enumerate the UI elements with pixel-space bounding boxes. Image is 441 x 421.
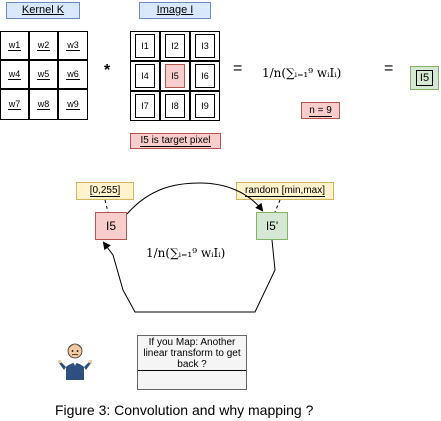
image-label: Image I (139, 2, 211, 19)
kernel-cell: w5 (29, 60, 58, 89)
convolution-formula: 1/n(∑ᵢ₌₁⁹ wᵢIᵢ) (262, 66, 342, 80)
image-grid: I1 I2 I3 I4 I5 I6 I7 I8 I9 (130, 31, 220, 121)
kernel-grid: w1 w2 w3 w4 w5 w6 w7 w8 w9 (0, 31, 88, 120)
kernel-cell: w1 (0, 31, 29, 60)
backward-arrow (102, 239, 276, 313)
kernel-cell: w4 (0, 60, 29, 89)
range-tag: [0,255] (76, 182, 134, 200)
range-connector (104, 199, 109, 213)
kernel-label: Kernel K (6, 2, 80, 19)
convolve-operator: * (104, 62, 111, 79)
figure-caption: Figure 3: Convolution and why mapping ? (55, 402, 314, 418)
image-cell: I4 (130, 61, 160, 91)
kernel-cell: w7 (0, 89, 29, 120)
kernel-cell: w2 (29, 31, 58, 60)
n-value-tag: n = 9 (301, 102, 340, 119)
random-connector (274, 199, 281, 213)
image-cell: I2 (160, 31, 190, 61)
kernel-cell: w9 (58, 89, 88, 120)
image-cell: I7 (130, 91, 160, 121)
mapped-pixel-node: I5' (256, 212, 288, 240)
image-cell: I3 (190, 31, 220, 61)
forward-arrow (126, 182, 264, 215)
kernel-cell: w3 (58, 31, 88, 60)
result-pixel-label: I5 (415, 70, 434, 86)
result-pixel-box: I5 (410, 66, 439, 90)
image-cell: I1 (130, 31, 160, 61)
equals-operator: = (233, 60, 243, 77)
cycle-formula: 1/n(∑ᵢ₌₁⁹ wᵢIᵢ) (146, 246, 226, 260)
image-cell: I9 (190, 91, 220, 121)
image-cell: I6 (190, 61, 220, 91)
target-pixel-tag: I5 is target pixel (130, 133, 221, 149)
random-range-tag: random [min,max] (236, 182, 334, 200)
image-cell: I8 (160, 91, 190, 121)
equals-operator: = (384, 60, 394, 77)
source-pixel-node: I5 (95, 212, 127, 240)
kernel-cell: w6 (58, 60, 88, 89)
person-shrug-icon (58, 343, 92, 380)
image-cell-target: I5 (160, 61, 190, 91)
mapping-note: If you Map: Another linear transform to … (137, 335, 247, 390)
kernel-cell: w8 (29, 89, 58, 120)
